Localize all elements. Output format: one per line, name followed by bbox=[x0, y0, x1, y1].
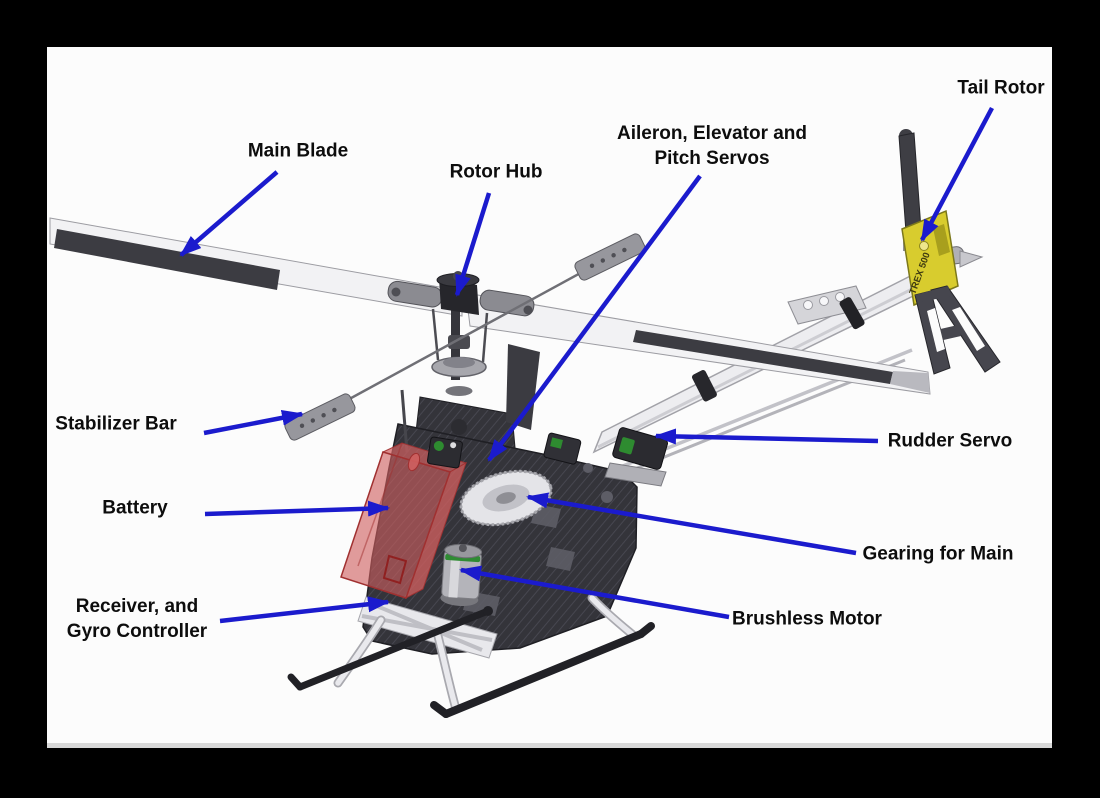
tail-fin-yellow: TREX 500 bbox=[901, 209, 959, 307]
label-rudder-servo: Rudder Servo bbox=[887, 430, 1013, 452]
cyclic-servo bbox=[543, 432, 582, 465]
landing-gear bbox=[287, 593, 655, 718]
rudder-servo-arrow bbox=[654, 428, 879, 445]
label-gearing-for-main: Gearing for Main bbox=[862, 543, 1014, 565]
brushless-motor-arrow bbox=[459, 565, 730, 620]
label-receiver-gyro-controller: Receiver, and Gyro Controller bbox=[66, 596, 208, 642]
stabilizer-bar-arrow bbox=[203, 409, 304, 436]
aileron-servos-arrow bbox=[487, 174, 702, 462]
tail-rotor-arrow bbox=[920, 106, 994, 242]
main-rotor-blade-left bbox=[49, 217, 463, 317]
canvas-bottom-edge bbox=[47, 743, 1052, 748]
boom-support-bracket bbox=[787, 285, 867, 330]
receiver-gyro-arrow bbox=[219, 596, 390, 624]
label-main-blade: Main Blade bbox=[247, 140, 349, 162]
gearing-arrow bbox=[526, 492, 857, 556]
boom-clamp bbox=[691, 370, 717, 402]
cyclic-servo bbox=[426, 436, 463, 469]
label-rotor-hub: Rotor Hub bbox=[449, 161, 543, 183]
label-brushless-motor: Brushless Motor bbox=[732, 608, 882, 630]
stabilizer-paddle bbox=[574, 233, 646, 281]
brushless-motor bbox=[440, 543, 483, 607]
label-battery: Battery bbox=[102, 497, 168, 519]
main-gear bbox=[459, 469, 553, 527]
callout-arrows bbox=[179, 106, 994, 624]
landing-skid bbox=[287, 606, 655, 718]
stabilizer-paddle bbox=[284, 393, 356, 441]
tail-rotor-assembly: TREX 500 bbox=[898, 129, 1001, 375]
main-rotor-blade-right bbox=[465, 292, 931, 395]
label-aileron-elevator-pitch-servos: Aileron, Elevator and Pitch Servos bbox=[616, 123, 808, 169]
vertical-fin bbox=[914, 285, 1001, 375]
main-blade-arrow bbox=[179, 170, 279, 257]
rudder-servo bbox=[604, 427, 668, 487]
frame-rod bbox=[400, 389, 409, 453]
stabilizer-bar bbox=[284, 233, 646, 441]
battery-arrow bbox=[204, 500, 390, 517]
label-stabilizer-bar: Stabilizer Bar bbox=[55, 413, 177, 435]
rotor-hub-arrow bbox=[454, 192, 492, 297]
rotor-head bbox=[387, 271, 540, 435]
label-tail-rotor: Tail Rotor bbox=[957, 77, 1045, 99]
